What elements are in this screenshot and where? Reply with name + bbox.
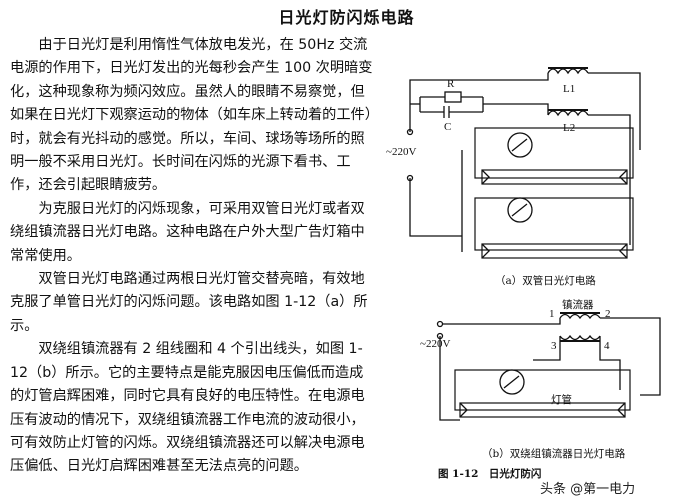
body-text: 由于日光灯是利用惰性气体放电发光，在 50Hz 交流电源的作用下，日光灯发出的光… [10,34,375,479]
label-c: C [444,121,452,133]
tube-b [459,402,626,418]
diagram-a [406,67,641,259]
paragraph-4: 双绕组镇流器有 2 组线圈和 4 个引出线头，如图 1-12（b）所示。它的主要… [10,341,365,475]
inductor-l1 [547,68,589,75]
label-terminal-4: 4 [604,340,610,352]
paragraph-3: 双管日光灯电路通过两根日光灯管交替亮暗，有效地克服了单管日光灯的闪烁问题。该电路… [10,271,368,334]
label-l1: L1 [563,83,576,95]
ballast-coil-bottom [559,334,601,341]
ballast-coil-top [559,313,601,320]
label-voltage-b: ~220V [420,338,451,350]
resistor-r [444,91,462,103]
label-tube: 灯管 [551,394,572,406]
watermark: 头条 @第一电力 [540,482,636,497]
caption-b: （b）双绕组镇流器日光灯电路 [482,448,626,460]
starter-b [499,369,525,395]
starter-1 [507,132,533,158]
label-l2: L2 [563,122,576,134]
caption-a: （a）双管日光灯电路 [495,275,596,287]
label-terminal-2: 2 [605,308,611,320]
diagram-b [436,312,661,421]
starter-2 [507,197,533,223]
label-r: R [447,78,455,90]
tube-1 [481,169,628,185]
figure-caption: 图 1-12 日光灯防闪 [438,468,542,480]
label-voltage-a: ~220V [386,146,417,158]
document-title: 日光灯防闪烁电路 [278,8,415,27]
label-ballast: 镇流器 [562,299,594,311]
inductor-l2 [547,110,589,117]
paragraph-2: 为克服日光灯的闪烁现象，可采用双管日光灯或者双绕组镇流器日光灯电路。这种电路在户… [10,200,365,264]
label-terminal-3: 3 [551,340,557,352]
paragraph-1: 由于日光灯是利用惰性气体放电发光，在 50Hz 交流电源的作用下，日光灯发出的光… [10,37,373,194]
label-terminal-1: 1 [549,308,555,320]
tube-2 [481,243,628,259]
